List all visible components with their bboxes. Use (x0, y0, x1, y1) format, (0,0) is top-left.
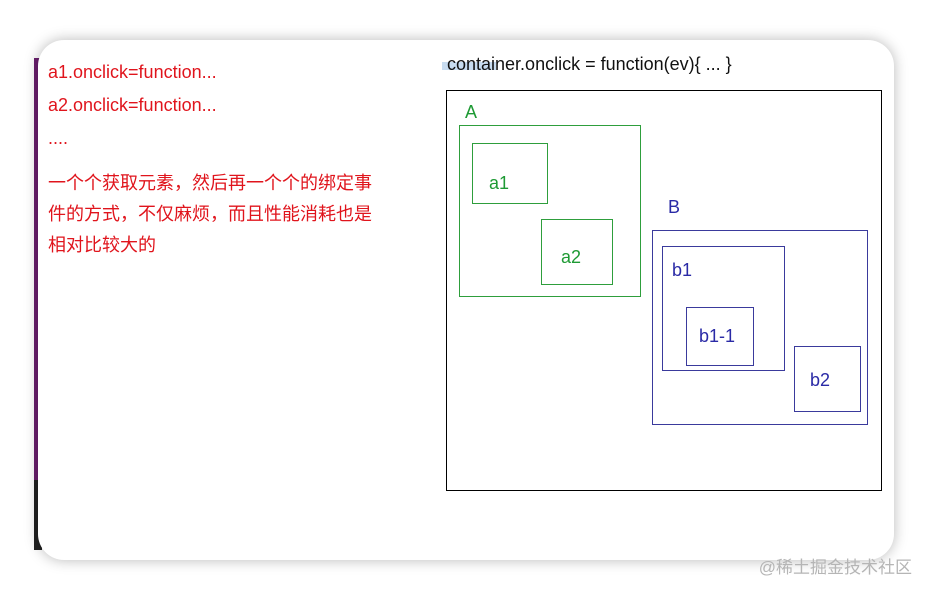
label-b1-1: b1-1 (699, 326, 736, 346)
text-selection-highlight (442, 62, 496, 70)
box-a1 (472, 143, 548, 204)
description-text: 一个个获取元素，然后再一个个的绑定事件的方式，不仅麻烦，而且性能消耗也是相对比较… (48, 173, 372, 255)
code-line-a1: a1.onclick=function... (48, 62, 217, 82)
label-a1: a1 (489, 173, 510, 193)
watermark: @稀土掘金技术社区 (758, 558, 912, 577)
label-a2: a2 (561, 247, 582, 267)
box-a2 (541, 219, 613, 285)
box-b2 (794, 346, 861, 412)
container-onclick-code: container.onclick = function(ev){ ... } (447, 54, 732, 74)
box-B (652, 230, 868, 425)
label-B: B (668, 197, 681, 217)
container-box (446, 90, 882, 491)
box-A (459, 125, 641, 297)
label-b2: b2 (810, 370, 831, 390)
label-b1: b1 (672, 260, 693, 280)
box-b1 (662, 246, 785, 371)
box-b1-1 (686, 307, 754, 366)
code-line-ellipsis: .... (48, 128, 69, 148)
code-line-a2: a2.onclick=function... (48, 95, 217, 115)
label-A: A (465, 102, 478, 122)
diagram-card: a1.onclick=function... a2.onclick=functi… (38, 40, 894, 560)
